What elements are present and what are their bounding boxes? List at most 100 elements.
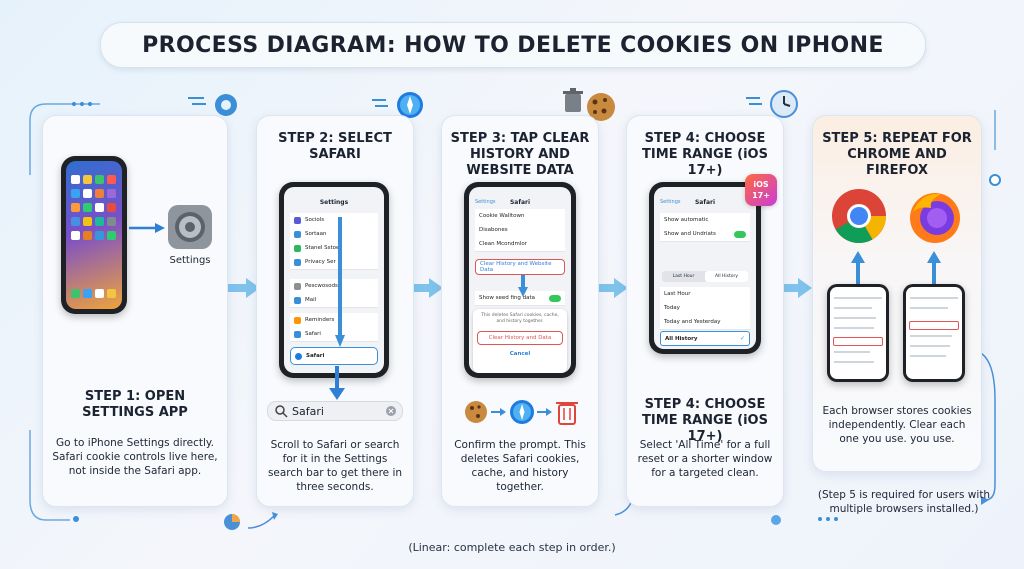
clear-history-label: Clear History and Website Data: [480, 261, 552, 273]
ios-17-badge: iOS 17+: [745, 174, 777, 206]
confirm-action-sheet: This deletes Safari cookies, cache, and …: [473, 309, 567, 373]
toggle-row-label: Show seed fing data: [479, 295, 536, 301]
time-option[interactable]: Today and Yesterday: [660, 315, 750, 330]
settings-gear-icon: [168, 205, 212, 249]
arrow-icon: [491, 408, 506, 416]
settings-menu-item-label: Mail: [305, 297, 317, 303]
app-grid-icons: [71, 175, 116, 298]
flow-arrow-2: [409, 278, 443, 298]
arrow-icon: [537, 408, 552, 416]
trash-can-icon: [563, 88, 583, 112]
footer-note: (Linear: complete each step in order.): [408, 541, 616, 554]
toggle-switch[interactable]: [734, 230, 746, 238]
cookie-safari-trash-sequence: [465, 400, 578, 425]
safari-compass-icon: [372, 92, 423, 118]
cancel-button[interactable]: Cancel: [509, 351, 531, 357]
step-5-title: STEP 5: REPEAT FOR CHROME AND FIREFOX: [822, 131, 972, 178]
safari-setting-row[interactable]: Clean Mcondmlor: [475, 237, 565, 252]
up-arrow-firefox: [927, 251, 941, 285]
ios-17-badge-label: iOS 17+: [752, 180, 770, 200]
chrome-settings-phone: [827, 284, 889, 382]
settings-menu-item[interactable]: Stanel Sstoe: [290, 241, 378, 256]
safari-setting-label: Show automatic: [664, 217, 709, 223]
firefox-icon: [910, 193, 960, 243]
safari-menu-item-highlighted[interactable]: Safari: [290, 347, 378, 365]
step-4-title: STEP 4: CHOOSE TIME RANGE (iOS 17+): [642, 131, 768, 178]
step-4-card: STEP 4: CHOOSE TIME RANGE (iOS 17+) Sett…: [626, 115, 784, 507]
search-input-value: Safari: [292, 404, 324, 418]
safari-setting-row[interactable]: Cookie Walltown: [475, 209, 565, 224]
time-option[interactable]: Today: [660, 301, 750, 316]
settings-menu-item-label: Sociols: [305, 217, 325, 223]
step-5-description: Each browser stores cookies independentl…: [822, 405, 972, 445]
settings-menu-item[interactable]: Safari: [290, 327, 378, 342]
step-3-description: Confirm the prompt. This deletes Safari …: [454, 439, 586, 493]
settings-menu-item[interactable]: Sortaan: [290, 227, 378, 242]
clear-search-icon[interactable]: [386, 406, 396, 416]
diagram-title-banner: PROCESS DIAGRAM: HOW TO DELETE COOKIES O…: [100, 22, 926, 68]
step-5-card: STEP 5: REPEAT FOR CHROME AND FIREFOX: [812, 115, 982, 472]
settings-screen-header: Settings: [319, 199, 349, 206]
back-link[interactable]: Settings: [475, 199, 496, 205]
settings-menu-item[interactable]: Sociols: [290, 213, 378, 228]
step-4-subtitle: STEP 4: CHOOSE TIME RANGE (iOS 17+): [642, 397, 768, 444]
settings-menu-item[interactable]: Reminders: [290, 313, 378, 328]
step-3-title: STEP 3: TAP CLEAR HISTORY AND WEBSITE DA…: [450, 131, 590, 178]
tab-last-hour[interactable]: Last Hour: [672, 274, 695, 279]
settings-search-bar[interactable]: Safari: [267, 401, 403, 421]
safari-setting-row[interactable]: Show automatic: [660, 213, 750, 228]
settings-menu-item[interactable]: Privacy Ser: [290, 255, 378, 270]
step-2-title: STEP 2: SELECT SAFARI: [278, 131, 392, 162]
step-2-description: Scroll to Safari or search for it in the…: [267, 439, 403, 493]
clock-icon: [746, 90, 798, 118]
time-option[interactable]: Last Hour: [660, 287, 750, 302]
time-option-label: Today and Yesterday: [664, 319, 721, 325]
time-option-label: All History: [665, 335, 698, 342]
toggle-switch[interactable]: [549, 294, 561, 302]
scroll-down-arrow: [335, 217, 345, 347]
back-link[interactable]: Settings: [660, 199, 681, 205]
diagram-title: PROCESS DIAGRAM: HOW TO DELETE COOKIES O…: [142, 32, 884, 58]
up-arrow-chrome: [851, 251, 865, 285]
flow-arrow-4: [778, 278, 812, 298]
step-2-card: STEP 2: SELECT SAFARI Settings Sociols S…: [256, 115, 414, 507]
safari-setting-label: Show and Undriats: [664, 231, 716, 237]
settings-menu-item-label: Sortaan: [305, 231, 327, 237]
safari-setting-label: Clean Mcondmlor: [479, 241, 527, 247]
down-arrow-to-sheet: [518, 275, 528, 297]
arrow-to-settings: [129, 223, 165, 233]
step-1-card: Settings STEP 1: OPEN SETTINGS APP Go to…: [42, 115, 228, 507]
step-3-card: STEP 3: TAP CLEAR HISTORY AND WEBSITE DA…: [441, 115, 599, 507]
flow-arrow-1: [226, 278, 260, 298]
tab-all-history[interactable]: All History: [705, 271, 748, 282]
search-icon: [275, 405, 288, 418]
iphone-time-range-screen: Settings Safari Show automatic Show and …: [649, 182, 761, 354]
clear-history-and-data-button[interactable]: Clear History and Data: [477, 331, 563, 345]
safari-setting-label: Cookie Walltown: [479, 213, 525, 219]
settings-menu-item[interactable]: Mail: [290, 293, 378, 308]
safari-setting-row[interactable]: Show and Undriats: [660, 227, 750, 242]
chrome-icon: [832, 189, 886, 244]
safari-setting-label: Disabones: [479, 227, 508, 233]
settings-menu-item-label: Reminders: [305, 317, 335, 323]
trash-can-icon: [556, 402, 578, 425]
cookie-icon: [587, 93, 615, 121]
checkmark-icon: ✓: [739, 335, 745, 342]
safari-compass-icon: [510, 400, 534, 424]
step-5-note: (Step 5 is required for users with multi…: [817, 489, 991, 515]
step-1-description: Go to iPhone Settings directly. Safari c…: [52, 437, 218, 477]
settings-app-label: Settings: [169, 255, 211, 266]
settings-menu-item[interactable]: Pescwosods: [290, 279, 378, 294]
safari-setting-row[interactable]: Disabones: [475, 223, 565, 238]
show-fing-data-row[interactable]: Show seed fing data: [475, 291, 565, 306]
safari-menu-item-label: Safari: [306, 353, 325, 359]
time-option-selected[interactable]: All History ✓: [660, 331, 750, 346]
safari-screen-header: Safari: [509, 199, 531, 206]
gear-icon: [188, 94, 237, 116]
clear-history-row-highlighted[interactable]: Clear History and Website Data: [475, 259, 565, 275]
iphone-safari-settings-screen: Settings Safari Cookie Walltown Disabone…: [464, 182, 576, 378]
action-sheet-message: This deletes Safari cookies, cache, and …: [481, 313, 559, 324]
safari-screen-header: Safari: [694, 199, 716, 206]
settings-menu-item-label: Privacy Ser: [305, 259, 336, 265]
